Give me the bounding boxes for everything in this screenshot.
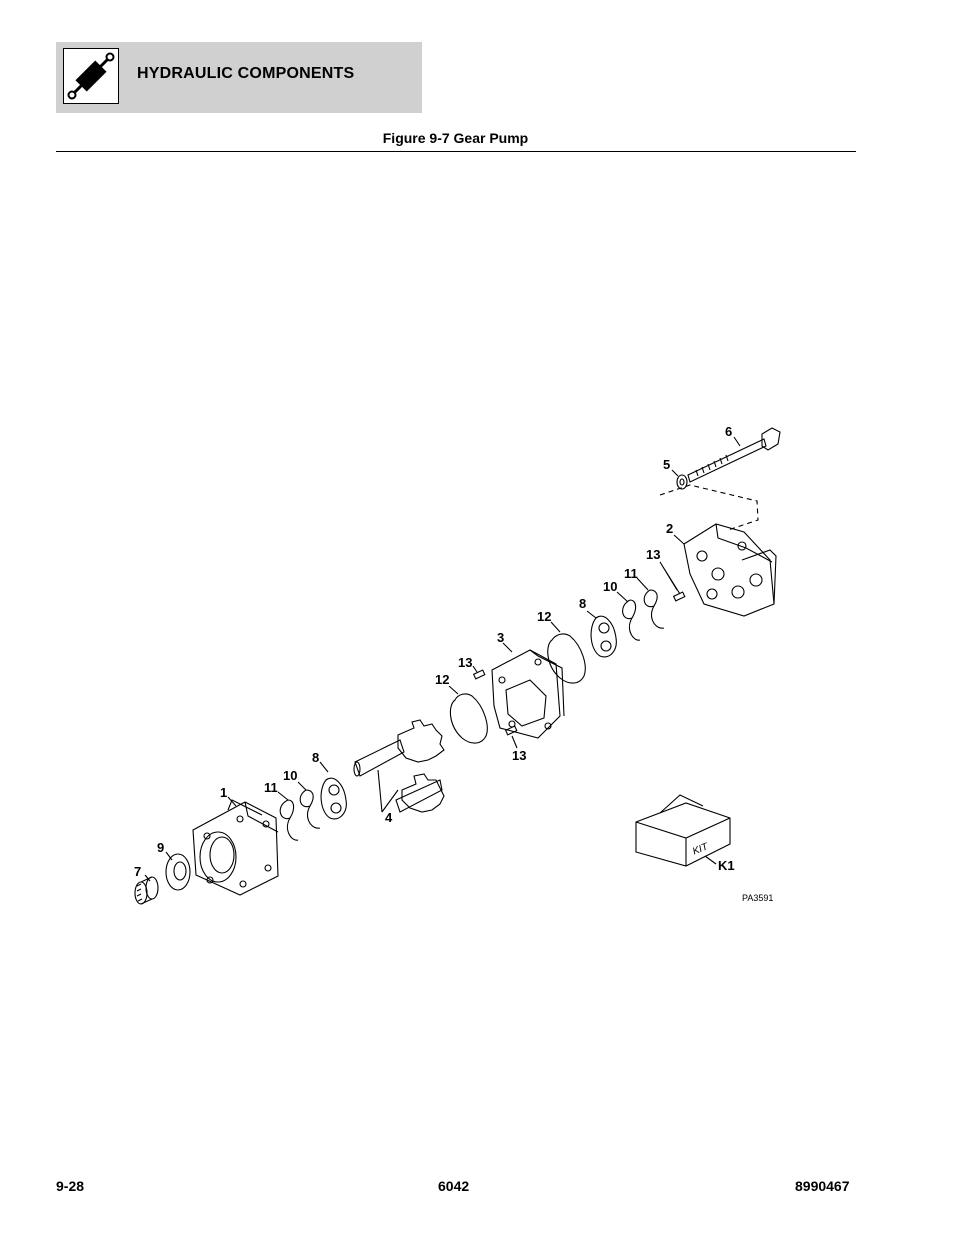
document-number: 8990467 (795, 1178, 850, 1194)
part-seal (165, 853, 191, 891)
part-dowel-pin (472, 591, 686, 736)
part-washer (676, 474, 688, 490)
callout-7: 7 (134, 864, 141, 879)
hydraulic-cylinder-icon (63, 48, 119, 104)
part-mounting-flange (192, 799, 279, 896)
callout-6: 6 (725, 424, 732, 439)
part-coupling (134, 876, 159, 905)
callout-8: 8 (312, 750, 319, 765)
callout-12: 12 (435, 672, 449, 687)
callout-13: 13 (512, 748, 526, 763)
callout-12: 12 (537, 609, 551, 624)
callout-2: 2 (666, 521, 673, 536)
kit-box (635, 794, 731, 867)
model-number: 6042 (438, 1178, 470, 1194)
callout-13: 13 (458, 655, 472, 670)
callout-11: 11 (624, 566, 638, 581)
part-gear-set (353, 719, 445, 813)
section-title: HYDRAULIC COMPONENTS (137, 65, 355, 82)
callout-13: 13 (646, 547, 660, 562)
callout-9: 9 (157, 840, 164, 855)
callout-11: 11 (264, 780, 278, 795)
callout-8: 8 (579, 596, 586, 611)
callout-k1: K1 (718, 858, 735, 873)
callout-4: 4 (385, 810, 393, 825)
part-wire-seal (622, 589, 665, 641)
part-o-ring (449, 693, 488, 744)
callout-10: 10 (603, 579, 617, 594)
page-number: 9-28 (56, 1178, 85, 1194)
callout-1: 1 (220, 785, 227, 800)
part-rear-cover (683, 523, 777, 617)
figure-caption: Figure 9-7 Gear Pump (382, 130, 529, 146)
part-gear-housing (491, 649, 565, 739)
part-bolt (687, 427, 781, 483)
part-wire-seal (279, 789, 321, 841)
callout-10: 10 (283, 768, 297, 783)
callout-3: 3 (497, 630, 504, 645)
part-wear-plate (590, 615, 617, 658)
part-o-ring (547, 633, 586, 684)
callout-5: 5 (663, 457, 670, 472)
part-wear-plate (320, 777, 347, 820)
figure-code: PA3591 (742, 893, 773, 903)
divider (56, 151, 856, 152)
